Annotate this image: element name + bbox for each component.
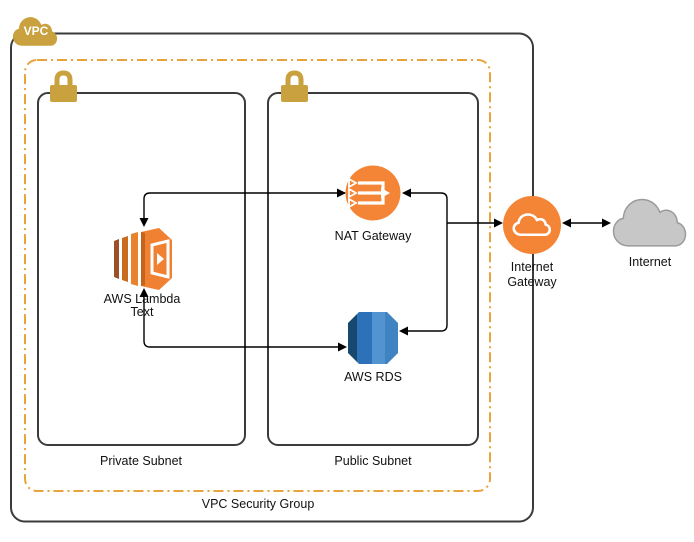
internet-gateway-label-line2: Gateway xyxy=(507,275,557,289)
lambda-label-line2: Text xyxy=(130,305,154,319)
arrow-into-nat-left xyxy=(337,188,346,198)
arrow-into-igw-right xyxy=(562,218,571,228)
vpc-security-group-label: VPC Security Group xyxy=(201,497,315,511)
edge-nat-to-lambda xyxy=(143,192,345,218)
aws-rds-label: AWS RDS xyxy=(344,370,402,384)
public-subnet-label: Public Subnet xyxy=(334,454,412,468)
public-subnet-box xyxy=(267,92,479,446)
vpc-badge-icon xyxy=(12,17,58,46)
internet-gateway-label: Internet Gateway xyxy=(507,260,556,290)
arrow-into-lambda-bottom xyxy=(139,288,149,297)
arrow-into-nat-right xyxy=(402,188,411,198)
internet-gateway-label-line1: Internet xyxy=(510,260,554,274)
arrow-into-igw-left xyxy=(494,218,503,228)
vpc-badge-label: VPC xyxy=(23,24,49,38)
internet-cloud-icon xyxy=(614,199,686,245)
internet-label: Internet xyxy=(628,255,672,269)
nat-gateway-icon xyxy=(345,165,401,221)
arrow-into-lambda-top xyxy=(139,218,149,227)
arrow-into-rds-right xyxy=(399,326,408,336)
lambda-label-line1: AWS Lambda xyxy=(103,292,181,306)
private-subnet-label: Private Subnet xyxy=(100,454,182,468)
aws-lambda-icon xyxy=(114,228,172,290)
arrow-into-rds-left xyxy=(338,342,347,352)
lambda-label: AWS Lambda Text xyxy=(104,293,181,319)
edge-igw-bracket xyxy=(408,192,448,332)
security-group-box xyxy=(24,59,491,492)
arrow-into-internet-cloud xyxy=(602,218,611,228)
vpc-box xyxy=(10,32,534,523)
private-subnet-box xyxy=(37,92,246,446)
public-subnet-lock-icon xyxy=(281,70,308,102)
aws-rds-icon xyxy=(348,312,398,364)
edge-lambda-to-rds xyxy=(143,297,338,348)
connectors xyxy=(143,192,602,348)
arrowheads xyxy=(139,188,611,352)
internet-gateway-icon xyxy=(503,196,561,254)
nat-gateway-label: NAT Gateway xyxy=(334,229,412,243)
private-subnet-lock-icon xyxy=(50,70,77,102)
